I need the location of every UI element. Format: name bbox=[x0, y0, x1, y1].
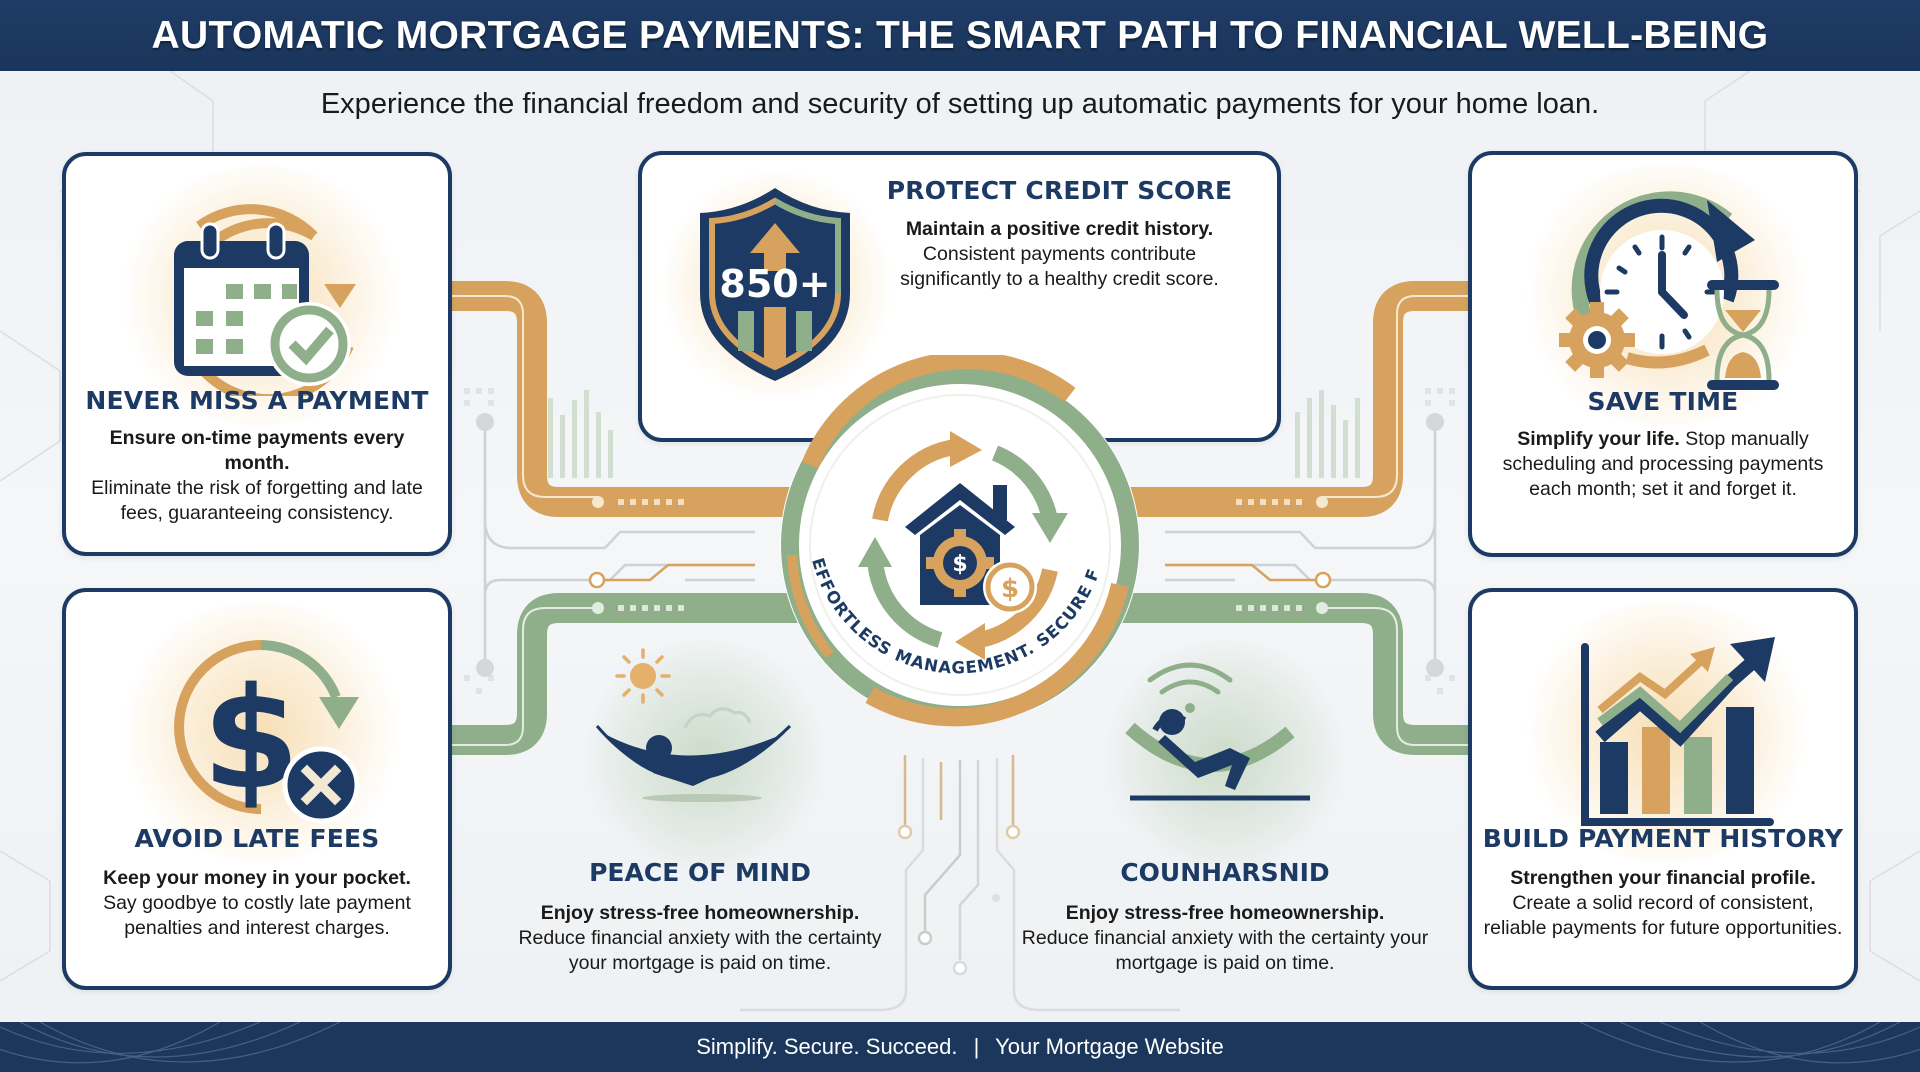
card-peace-of-mind: PEACE OF MIND Enjoy stress-free homeowne… bbox=[500, 858, 900, 976]
header-banner: AUTOMATIC MORTGAGE PAYMENTS: THE SMART P… bbox=[0, 0, 1920, 71]
shield-850-icon bbox=[700, 188, 850, 381]
hammock-wifi-moon-icon bbox=[1125, 660, 1310, 801]
clock-hourglass-gear-icon bbox=[1559, 191, 1779, 390]
card-build-payment-history: BUILD PAYMENT HISTORY Strengthen your fi… bbox=[1468, 588, 1858, 990]
card-lead: Keep your money in your pocket. bbox=[103, 867, 411, 889]
card-title: AVOID LATE FEES bbox=[134, 824, 380, 853]
footer-text: Simplify. Secure. Succeed. | Your Mortga… bbox=[696, 1034, 1224, 1060]
footer-separator: | bbox=[973, 1034, 980, 1059]
card-description: Simplify your life. Stop manually schedu… bbox=[1472, 427, 1854, 502]
card-avoid-late-fees: $ AVOID LATE FEES Keep your money in you… bbox=[62, 588, 452, 990]
card-protect-credit-score: 850+ PROTECT CREDIT SCORE Maintain a pos… bbox=[638, 151, 1281, 442]
card-description: Ensure on-time payments every month. Eli… bbox=[66, 426, 448, 526]
card-lead: Enjoy stress-free homeownership. bbox=[1065, 902, 1385, 924]
card-lead: Ensure on-time payments every month. bbox=[109, 427, 405, 474]
svg-text:$: $ bbox=[952, 552, 967, 577]
card-title: SAVE TIME bbox=[1587, 387, 1739, 416]
card-title: PROTECT CREDIT SCORE bbox=[886, 176, 1233, 205]
card-title: COUNHARSNID bbox=[1120, 858, 1330, 887]
card-body: Reduce financial anxiety with the certai… bbox=[1021, 927, 1429, 974]
page-subtitle: Experience the financial freedom and sec… bbox=[320, 88, 1600, 120]
card-description: Strengthen your financial profile. Creat… bbox=[1472, 866, 1854, 941]
card-title: BUILD PAYMENT HISTORY bbox=[1482, 824, 1844, 853]
card-body: Reduce financial anxiety with the certai… bbox=[518, 927, 882, 974]
card-never-miss-payment: NEVER MISS A PAYMENT Ensure on-time paym… bbox=[62, 152, 452, 556]
dollar-cancel-icon: $ bbox=[174, 640, 360, 824]
svg-text:$: $ bbox=[202, 658, 299, 821]
card-body: Stop manually scheduling and processing … bbox=[1502, 428, 1824, 500]
footer-banner: Simplify. Secure. Succeed. | Your Mortga… bbox=[0, 1022, 1920, 1072]
card-body: Consistent payments contribute significa… bbox=[900, 243, 1219, 290]
footer-website-link[interactable]: Your Mortgage Website bbox=[995, 1034, 1224, 1059]
footer-wave-pattern bbox=[0, 1022, 1920, 1064]
rising-bar-chart-icon bbox=[1581, 637, 1775, 826]
card-title: PEACE OF MIND bbox=[589, 858, 811, 887]
card-counharsnid: COUNHARSNID Enjoy stress-free homeowners… bbox=[1020, 858, 1430, 976]
card-description: Enjoy stress-free homeownership. Reduce … bbox=[500, 901, 900, 976]
credit-score-badge: 850+ bbox=[719, 262, 831, 306]
center-emblem: $ $ EFFORTLESS MANAGEMENT. SECURE FUTURE… bbox=[770, 355, 1140, 727]
card-lead: Enjoy stress-free homeownership. bbox=[540, 902, 860, 924]
card-body: Create a solid record of consistent, rel… bbox=[1483, 892, 1843, 939]
card-lead: Simplify your life. bbox=[1517, 428, 1680, 450]
card-description: Maintain a positive credit history. Cons… bbox=[877, 217, 1242, 292]
calendar-check-icon bbox=[174, 204, 356, 396]
page-title: AUTOMATIC MORTGAGE PAYMENTS: THE SMART P… bbox=[151, 13, 1769, 57]
footer-tagline: Simplify. Secure. Succeed. bbox=[696, 1034, 958, 1059]
hammock-sun-moon-icon bbox=[595, 648, 792, 802]
svg-text:$: $ bbox=[1001, 574, 1019, 604]
card-lead: Strengthen your financial profile. bbox=[1510, 867, 1816, 889]
card-body: Eliminate the risk of forgetting and lat… bbox=[91, 477, 423, 524]
card-description: Keep your money in your pocket. Say good… bbox=[66, 866, 448, 941]
card-body: Say goodbye to costly late payment penal… bbox=[103, 892, 411, 939]
card-save-time: SAVE TIME Simplify your life. Stop manua… bbox=[1468, 151, 1858, 557]
card-description: Enjoy stress-free homeownership. Reduce … bbox=[1020, 901, 1430, 976]
card-lead: Maintain a positive credit history. bbox=[905, 218, 1214, 240]
card-title: NEVER MISS A PAYMENT bbox=[85, 386, 429, 415]
